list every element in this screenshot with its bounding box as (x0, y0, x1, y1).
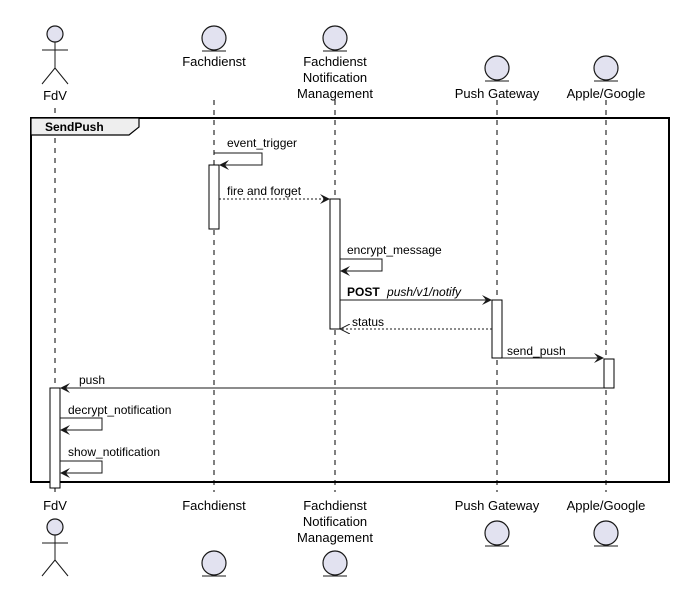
entity-icon (593, 55, 619, 81)
group-frame: SendPush (30, 117, 670, 483)
http-path: push/v1/notify (386, 285, 462, 299)
entity-icon (484, 55, 510, 81)
participant-apple-google-top: Apple/Google (567, 55, 646, 101)
message-event-trigger: event_trigger (214, 136, 297, 170)
svg-text:decrypt_notification: decrypt_notification (68, 403, 171, 417)
participant-fdv-top: FdV (41, 25, 69, 103)
participant-label-line2: Notification (303, 70, 367, 85)
participant-label: Fachdienst (182, 498, 246, 513)
participant-label-line3: Management (297, 530, 373, 545)
entity-icon (484, 520, 510, 546)
participant-label: Push Gateway (455, 86, 540, 101)
participant-label-line1: Fachdienst (303, 498, 367, 513)
http-method: POST (347, 285, 380, 299)
participant-label: Push Gateway (455, 498, 540, 513)
participant-apple-google-bottom: Apple/Google (567, 498, 646, 547)
svg-text:POST push/v1/notify: POST push/v1/notify (347, 285, 462, 299)
message-encrypt-message: encrypt_message (340, 243, 442, 276)
message-status: status (341, 315, 492, 329)
entity-icon (201, 25, 227, 51)
message-fire-and-forget: fire and forget (219, 184, 330, 204)
participant-fachdienst-top: Fachdienst (182, 25, 246, 69)
participant-label: FdV (43, 498, 67, 513)
svg-text:show_notification: show_notification (68, 445, 160, 459)
participant-label-line2: Notification (303, 514, 367, 529)
svg-text:push: push (79, 373, 105, 387)
actor-head-icon (46, 518, 64, 536)
participant-push-gateway-bottom: Push Gateway (455, 498, 540, 547)
participant-fachdienst-bottom: Fachdienst (182, 498, 246, 577)
participant-fdv-bottom: FdV (41, 498, 69, 577)
group-label: SendPush (45, 120, 104, 134)
participant-label: Apple/Google (567, 498, 646, 513)
message-post-notify: POST push/v1/notify (340, 285, 492, 305)
svg-text:status: status (352, 315, 384, 329)
activation-push-gateway (491, 299, 503, 359)
svg-text:fire and forget: fire and forget (227, 184, 302, 198)
entity-icon (322, 25, 348, 51)
message-send-push: send_push (502, 344, 604, 363)
message-show-notification: show_notification (60, 445, 160, 478)
activation-apple-google (603, 358, 615, 389)
actor-head-icon (46, 25, 64, 43)
entity-icon (322, 550, 348, 576)
message-push: push (60, 373, 604, 393)
entity-icon (201, 550, 227, 576)
activation-fdv (49, 387, 61, 489)
participant-label-line1: Fachdienst (303, 54, 367, 69)
entity-icon (593, 520, 619, 546)
participant-fnm-bottom: Fachdienst Notification Management (297, 498, 373, 577)
activation-fnm (329, 198, 341, 330)
participant-label-line3: Management (297, 86, 373, 101)
svg-text:send_push: send_push (507, 344, 566, 358)
svg-text:encrypt_message: encrypt_message (347, 243, 442, 257)
message-decrypt-notification: decrypt_notification (60, 403, 171, 435)
svg-text:event_trigger: event_trigger (227, 136, 297, 150)
participant-label: Apple/Google (567, 86, 646, 101)
participant-push-gateway-top: Push Gateway (455, 55, 540, 101)
participant-label: FdV (43, 88, 67, 103)
participant-fnm-top: Fachdienst Notification Management (297, 25, 373, 101)
participant-label: Fachdienst (182, 54, 246, 69)
activation-fachdienst (208, 164, 220, 230)
